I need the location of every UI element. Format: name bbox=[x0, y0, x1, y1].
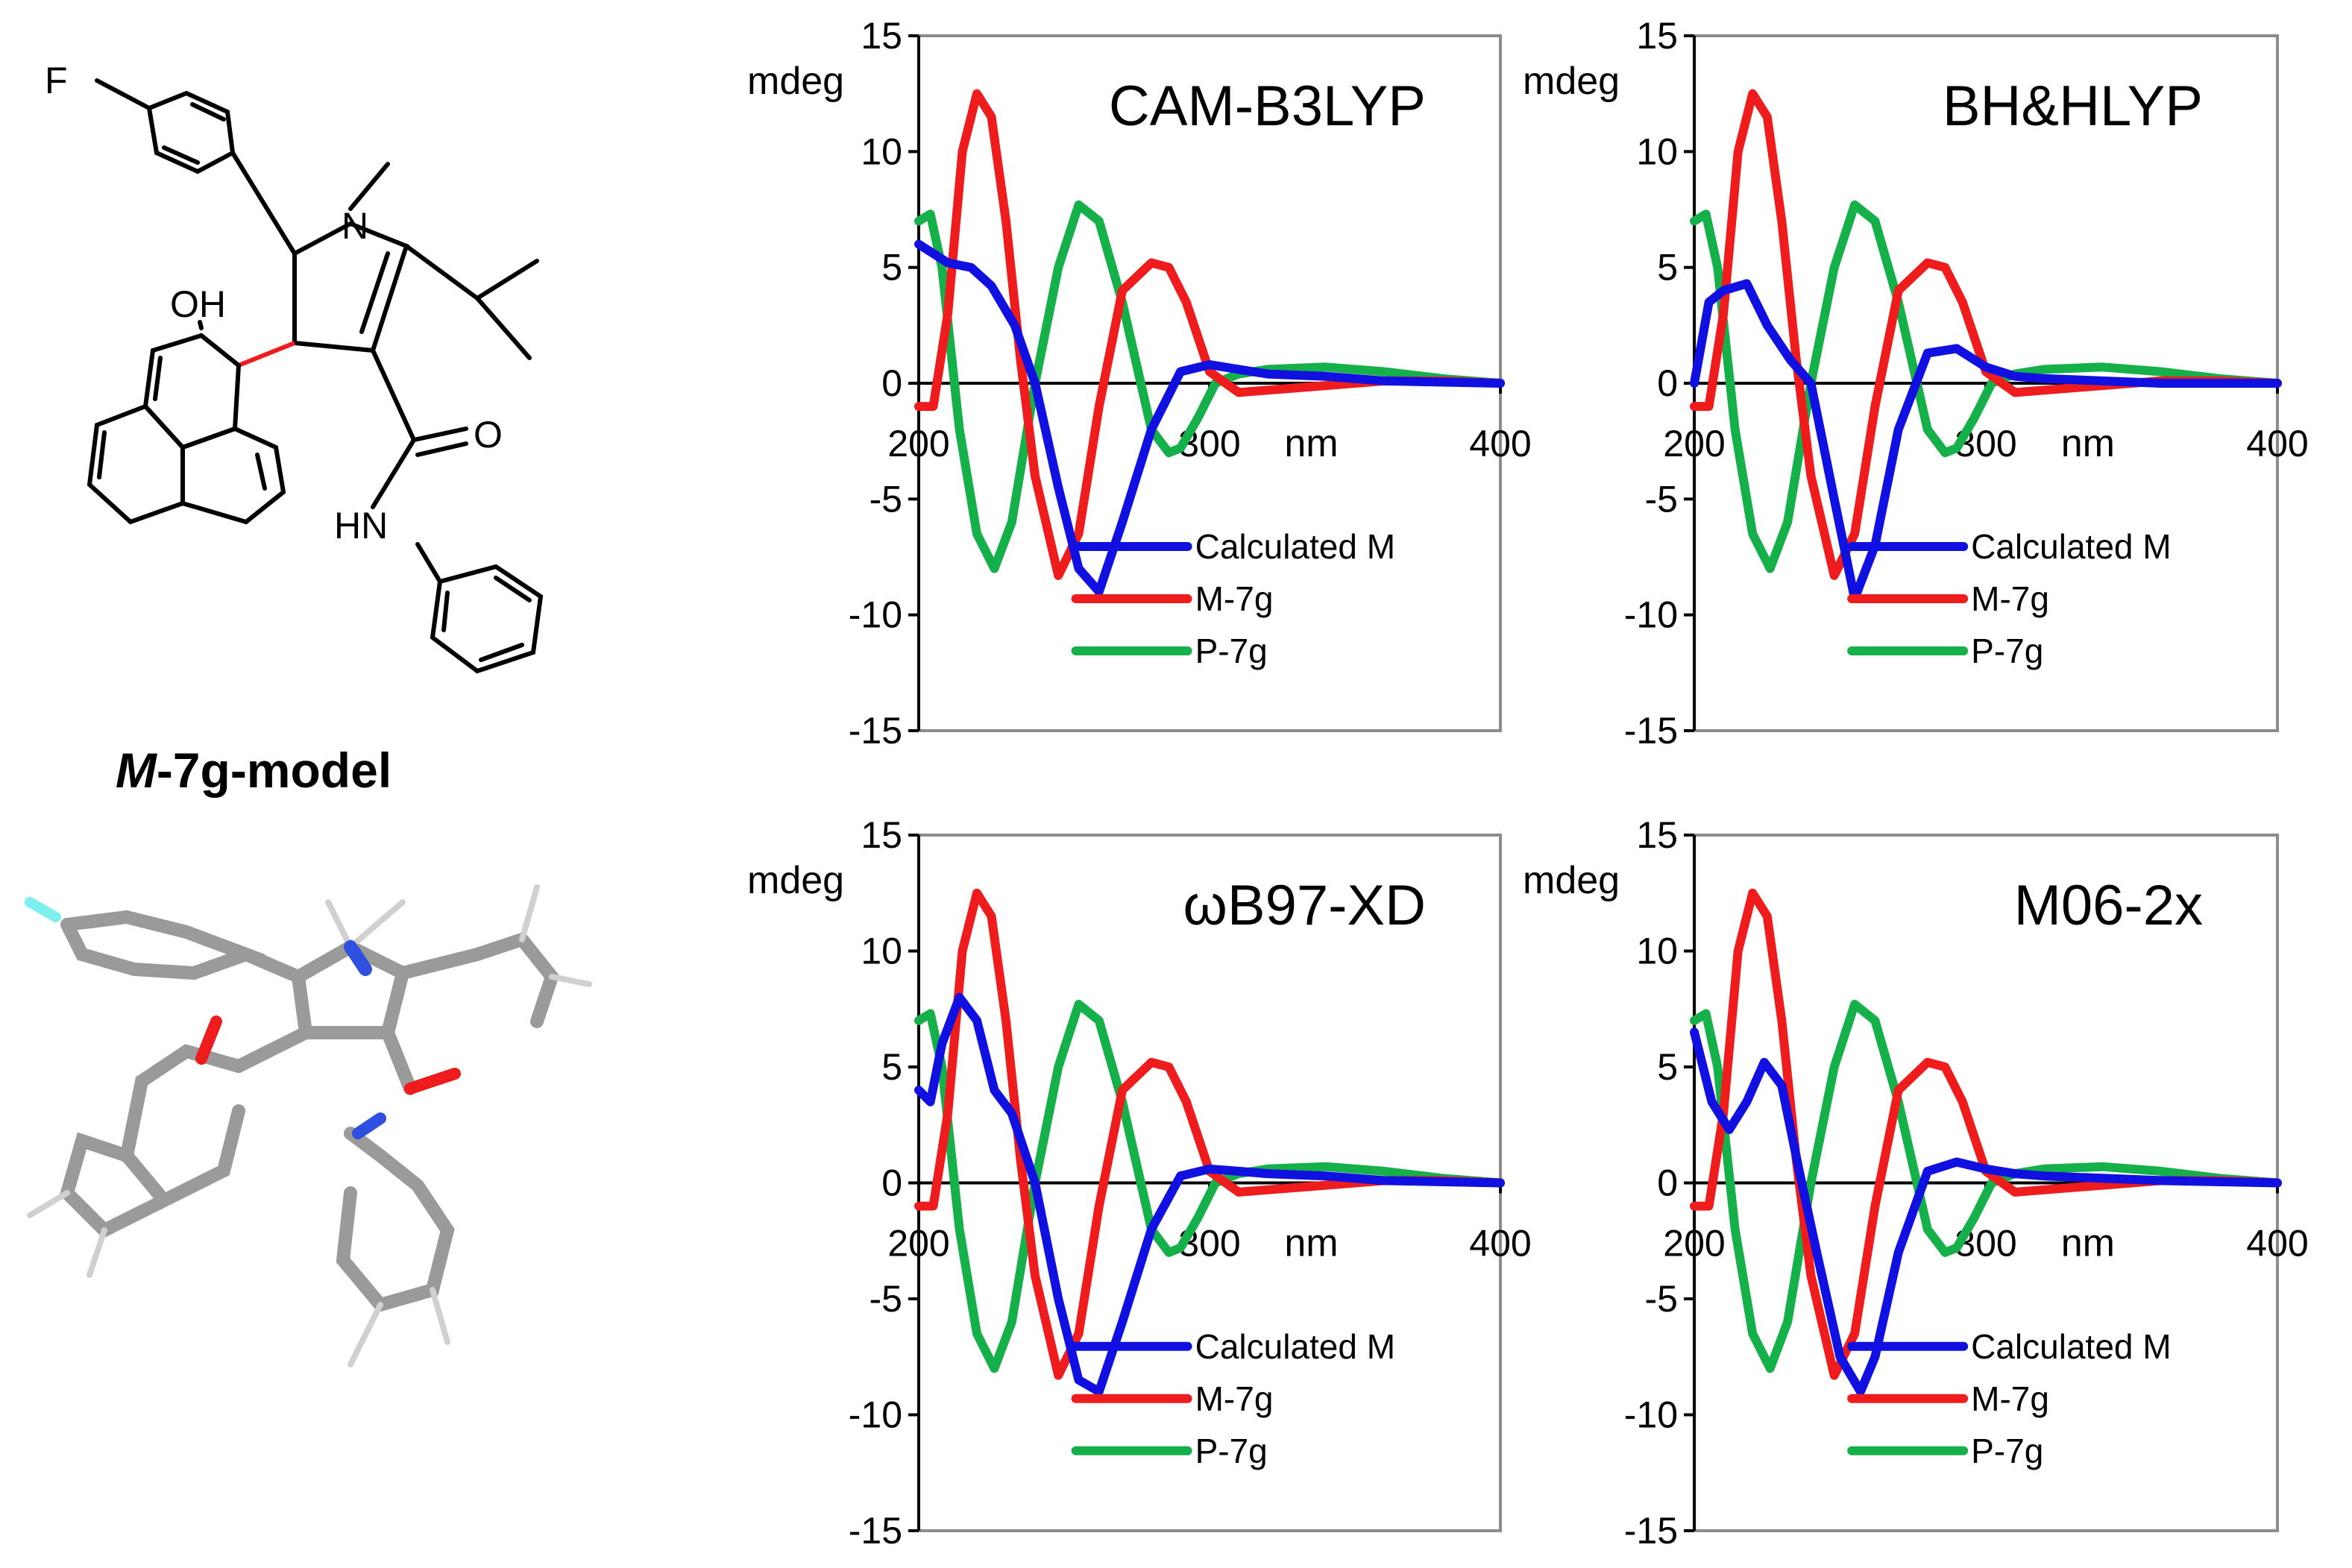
chart-0-x-tick-label-2: 400 bbox=[1469, 423, 1531, 465]
chart-0-series-line-0 bbox=[914, 239, 1505, 596]
chart-1-x-tick-label-0: 200 bbox=[1663, 423, 1725, 465]
chart-2-legend-label-1: M-7g bbox=[1195, 1379, 1274, 1418]
chart-3-y-axis-label: mdeg bbox=[1523, 859, 1620, 902]
chart-3-x-tick-label-2: 400 bbox=[2246, 1223, 2308, 1265]
chart-1-legend-label-2: P-7g bbox=[1971, 632, 2043, 670]
atom-label-n: N bbox=[342, 205, 368, 247]
chart-1-series-line-1 bbox=[1690, 89, 2282, 580]
chart-2-y-axis-label: mdeg bbox=[747, 859, 844, 902]
chart-2-title: ωB97-XD bbox=[1183, 874, 1426, 937]
axis-bond-red bbox=[237, 341, 296, 368]
chart-1-y-tick-label-2: 5 bbox=[1657, 247, 1678, 289]
chart-1-x-axis-label: nm bbox=[2061, 422, 2115, 465]
chart-2-y-tick-label-4: -5 bbox=[870, 1278, 902, 1320]
chart-3-y-tick-label-3: 0 bbox=[1657, 1162, 1678, 1204]
chart-2-x-axis-label: nm bbox=[1284, 1222, 1338, 1265]
chart-3-y-tick-label-6: -15 bbox=[1624, 1510, 1678, 1552]
chart-3-x-axis-label: nm bbox=[2061, 1222, 2115, 1265]
molecule-panel: F N OH O HN bbox=[0, 0, 731, 1568]
chart-3-y-tick-label-5: -10 bbox=[1624, 1394, 1678, 1436]
model-title: M-7g-model bbox=[0, 742, 507, 799]
chart-0-y-tick-label-2: 5 bbox=[881, 247, 902, 289]
chart-0-y-tick-label-4: -5 bbox=[870, 478, 902, 520]
chart-2-series-line-1 bbox=[914, 888, 1505, 1380]
chart-0-y-tick-label-6: -15 bbox=[849, 710, 902, 752]
chart-2-y-tick-label-6: -15 bbox=[849, 1510, 902, 1552]
chart-0-title: CAM-B3LYP bbox=[1109, 75, 1426, 138]
chart-3-title: M06-2x bbox=[2014, 874, 2203, 937]
chart-0-y-axis-label: mdeg bbox=[747, 60, 844, 103]
chart-0-legend-label-1: M-7g bbox=[1195, 579, 1274, 618]
chart-2-y-tick-label-5: -10 bbox=[849, 1394, 902, 1436]
atom-label-o: O bbox=[474, 414, 503, 456]
chart-0-legend-label-2: P-7g bbox=[1195, 632, 1268, 670]
chart-1-y-tick-label-0: 15 bbox=[1636, 15, 1678, 57]
chart-2-x-tick-label-0: 200 bbox=[887, 1223, 949, 1265]
chart-0-legend-label-0: Calculated M bbox=[1195, 527, 1395, 566]
chart-0-x-tick-label-0: 200 bbox=[887, 423, 949, 465]
chart-1-y-tick-label-1: 10 bbox=[1636, 130, 1678, 172]
chart-1-legend-label-1: M-7g bbox=[1971, 579, 2049, 618]
chart-0-y-tick-label-0: 15 bbox=[861, 15, 902, 57]
chart-1-y-tick-label-4: -5 bbox=[1645, 478, 1678, 520]
chart-3-legend-label-2: P-7g bbox=[1971, 1432, 2043, 1470]
chart-3-y-tick-label-0: 15 bbox=[1636, 814, 1678, 856]
chart-3-legend-label-0: Calculated M bbox=[1971, 1327, 2171, 1366]
structure-2d-drawing: F N OH O HN bbox=[45, 60, 544, 674]
chart-0-y-tick-label-3: 0 bbox=[881, 362, 902, 404]
chart-1-y-tick-label-5: -10 bbox=[1624, 594, 1678, 636]
phenyl-ring bbox=[430, 564, 544, 674]
atom-label-oh: OH bbox=[170, 283, 226, 325]
chart-3-y-tick-label-4: -5 bbox=[1645, 1278, 1678, 1320]
chart-3-y-tick-label-2: 5 bbox=[1657, 1046, 1678, 1088]
chart-0-series-line-1 bbox=[914, 89, 1505, 580]
pyrrole-ring bbox=[230, 151, 539, 584]
chart-2-y-tick-label-1: 10 bbox=[861, 931, 902, 972]
atom-label-hn: HN bbox=[334, 505, 388, 547]
chart-3-series-line-1 bbox=[1690, 888, 2282, 1380]
chart-1-x-tick-label-2: 400 bbox=[2246, 423, 2308, 465]
chart-1-y-tick-label-6: -15 bbox=[1624, 710, 1678, 752]
chart-3-series-line-0 bbox=[1690, 1027, 2282, 1397]
chart-1-y-axis-label: mdeg bbox=[1523, 60, 1620, 103]
chart-3-x-tick-label-0: 200 bbox=[1663, 1223, 1725, 1265]
chart-2-y-tick-label-2: 5 bbox=[881, 1046, 902, 1088]
chart-1-title: BH&HLYP bbox=[1943, 75, 2203, 138]
chart-0-y-tick-label-5: -10 bbox=[849, 594, 902, 636]
chart-3-y-tick-label-1: 10 bbox=[1636, 931, 1678, 972]
naphthol-rings bbox=[87, 320, 286, 525]
atom-label-f: F bbox=[45, 60, 68, 101]
chart-2-y-tick-label-3: 0 bbox=[881, 1162, 902, 1204]
chart-2-series-line-0 bbox=[914, 992, 1505, 1397]
chart-0-y-tick-label-1: 10 bbox=[861, 130, 902, 172]
structure-3d-render bbox=[25, 884, 592, 1367]
chart-2-y-tick-label-0: 15 bbox=[861, 814, 902, 856]
chart-2-legend-label-0: Calculated M bbox=[1195, 1327, 1395, 1366]
chart-1-legend-label-0: Calculated M bbox=[1971, 527, 2171, 566]
chart-1-y-tick-label-3: 0 bbox=[1657, 362, 1678, 404]
chart-0-x-axis-label: nm bbox=[1284, 422, 1338, 465]
model-title-rest: -7g-model bbox=[156, 743, 392, 798]
chart-3-legend-label-1: M-7g bbox=[1971, 1379, 2049, 1418]
model-title-prefix: M bbox=[115, 743, 157, 798]
chart-2-legend-label-2: P-7g bbox=[1195, 1432, 1268, 1470]
chart-2-x-tick-label-2: 400 bbox=[1469, 1223, 1531, 1265]
